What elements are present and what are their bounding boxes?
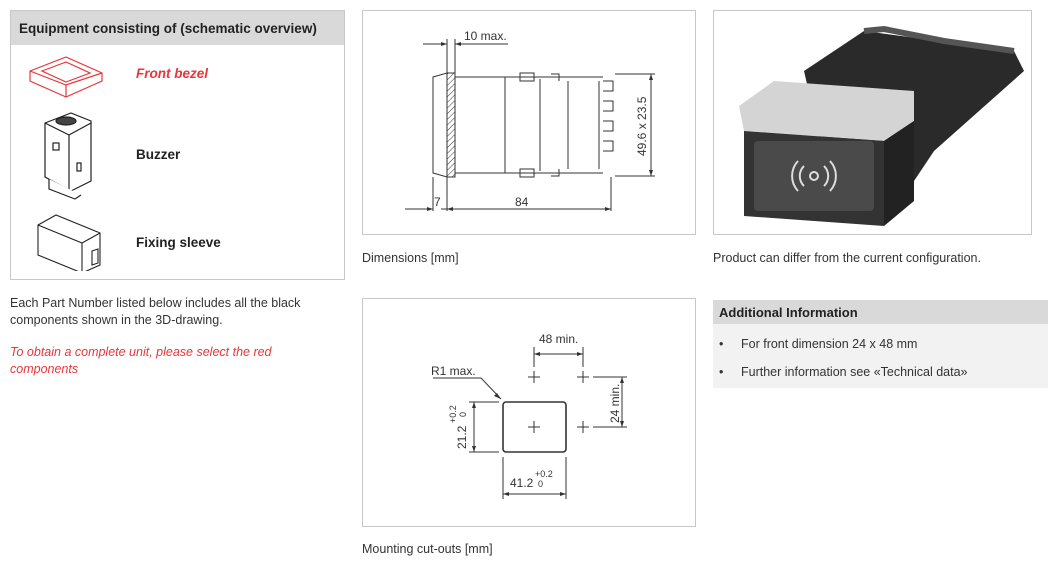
label-48-min: 48 min.: [539, 332, 578, 346]
product-caption: Product can differ from the current conf…: [713, 251, 981, 265]
dimensions-caption: Dimensions [mm]: [362, 251, 459, 265]
buzzer-image: [44, 112, 92, 200]
tol-plus-v: +0.2: [448, 405, 458, 423]
label-84: 84: [515, 195, 529, 209]
dimensions-svg: 10 max. 7 84 49.6 x 23.5: [405, 29, 655, 211]
cutouts-drawing: 48 min. R1 max. 24 min. 21.2 +0.2 0 41.2…: [362, 298, 696, 527]
additional-info-list: For front dimension 24 x 48 mm Further i…: [713, 330, 1048, 386]
tol-plus-h: +0.2: [535, 469, 553, 479]
tol-zero-v: 0: [458, 412, 468, 417]
fixing-sleeve-image: [37, 214, 101, 271]
part-number-note: Each Part Number listed below includes a…: [10, 296, 301, 327]
equipment-panel: Equipment consisting of (schematic overv…: [10, 10, 345, 280]
label-10-max: 10 max.: [464, 29, 507, 43]
item-fixing-sleeve: Fixing sleeve: [136, 235, 221, 250]
additional-info-title: Additional Information: [713, 300, 1048, 324]
label-7: 7: [434, 195, 441, 209]
item-front-bezel: Front bezel: [136, 66, 209, 81]
info-bullet: For front dimension 24 x 48 mm: [713, 330, 1048, 358]
item-buzzer: Buzzer: [136, 147, 181, 162]
cutouts-svg: 48 min. R1 max. 24 min. 21.2 +0.2 0 41.2…: [431, 332, 627, 499]
info-bullet: Further information see «Technical data»: [713, 358, 1048, 386]
dimensions-drawing: 10 max. 7 84 49.6 x 23.5: [362, 10, 696, 235]
label-21-2: 21.2: [455, 425, 469, 449]
additional-info-panel: Additional Information For front dimensi…: [713, 300, 1048, 388]
front-bezel-image: [29, 56, 103, 98]
label-41-2: 41.2: [510, 476, 534, 490]
label-r1-max: R1 max.: [431, 364, 476, 378]
red-components-note: To obtain a complete unit, please select…: [10, 345, 272, 376]
label-24-min: 24 min.: [608, 384, 622, 423]
product-photo: [713, 10, 1032, 235]
equipment-title: Equipment consisting of (schematic overv…: [11, 11, 344, 45]
label-size: 49.6 x 23.5: [635, 96, 649, 156]
cutouts-caption: Mounting cut-outs [mm]: [362, 542, 493, 556]
product-image: [739, 25, 1024, 226]
tol-zero-h: 0: [538, 479, 543, 489]
